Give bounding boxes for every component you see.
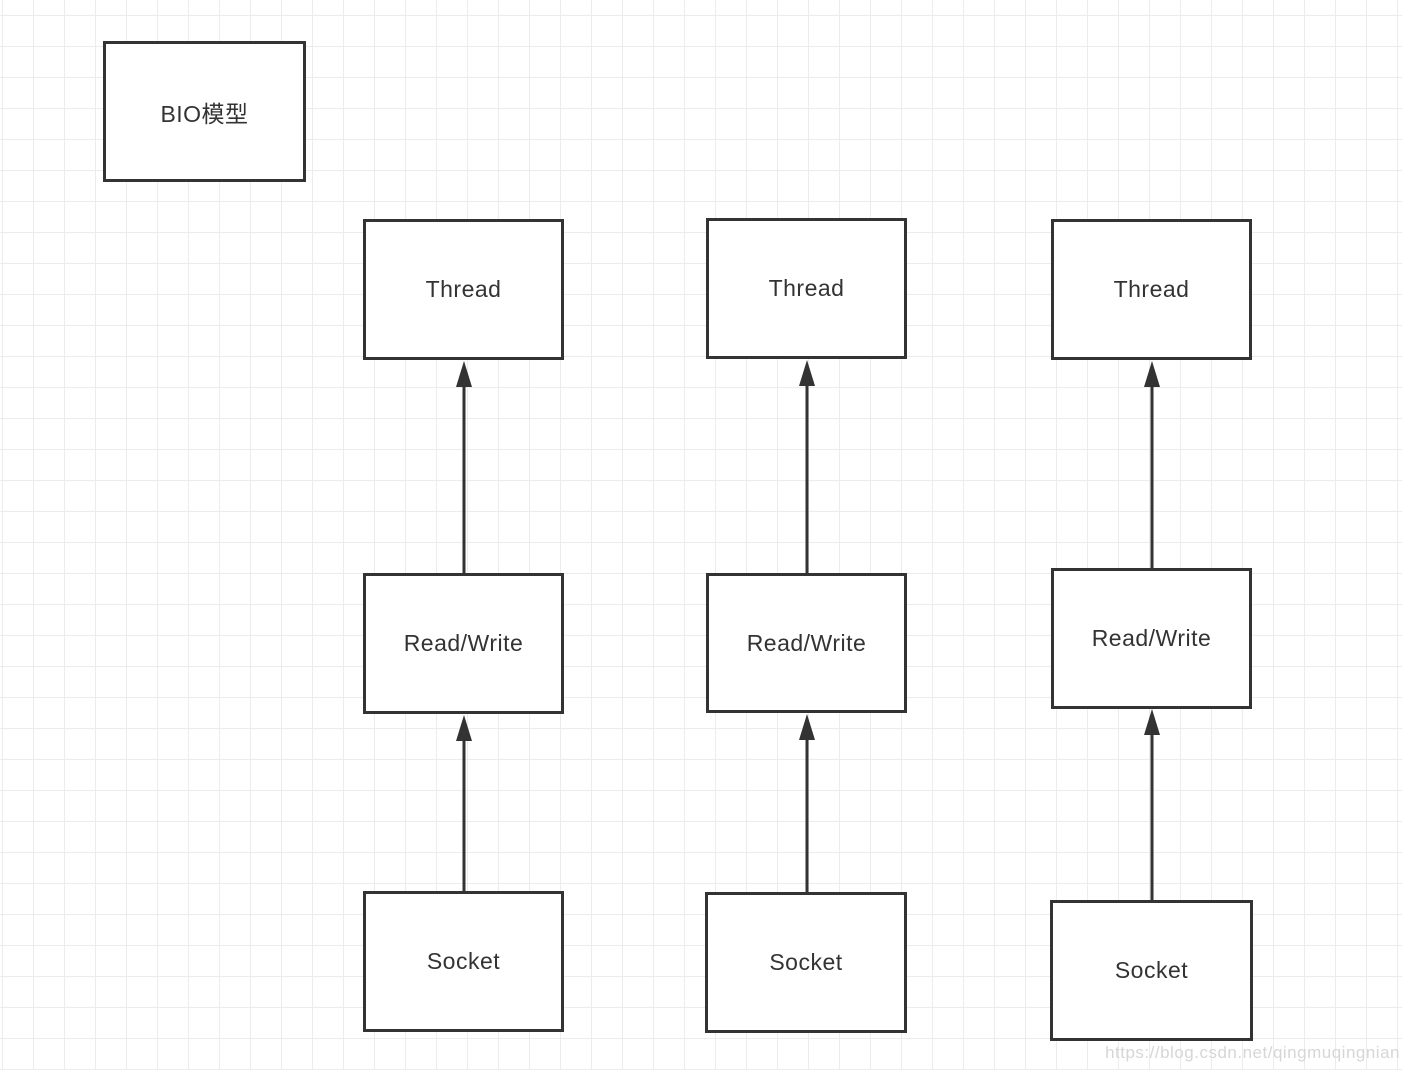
- node-thread-3-label: Thread: [1113, 276, 1190, 302]
- arrow-readwrite-to-thread-3: [1144, 361, 1160, 568]
- node-thread-2: Thread: [706, 218, 907, 359]
- node-socket-3-label: Socket: [1114, 957, 1189, 983]
- node-readwrite-1: Read/Write: [363, 573, 564, 714]
- arrow-readwrite-to-thread-2: [799, 360, 815, 573]
- arrow-socket-to-readwrite-3: [1144, 709, 1160, 900]
- node-readwrite-2: Read/Write: [706, 573, 907, 713]
- node-readwrite-1-label: Read/Write: [403, 630, 524, 656]
- node-readwrite-3: Read/Write: [1051, 568, 1252, 709]
- arrow-readwrite-to-thread-1: [456, 361, 472, 573]
- node-readwrite-3-label: Read/Write: [1091, 625, 1212, 651]
- node-thread-1-label: Thread: [425, 276, 502, 302]
- title-box-label: BIO模型: [160, 100, 249, 127]
- watermark-url: https://blog.csdn.net/qingmuqingnian: [1105, 1043, 1400, 1062]
- node-socket-1-label: Socket: [426, 948, 501, 974]
- node-thread-3: Thread: [1051, 219, 1252, 360]
- node-readwrite-2-label: Read/Write: [746, 629, 867, 656]
- arrow-socket-to-readwrite-1: [456, 715, 472, 891]
- node-socket-3: Socket: [1050, 900, 1253, 1041]
- arrow-socket-to-readwrite-2: [799, 714, 815, 892]
- node-thread-1: Thread: [363, 219, 564, 360]
- title-box: BIO模型: [103, 41, 306, 182]
- node-thread-2-label: Thread: [768, 275, 845, 301]
- node-socket-1: Socket: [363, 891, 564, 1032]
- node-socket-2: Socket: [705, 892, 907, 1033]
- node-socket-2-label: Socket: [769, 949, 843, 975]
